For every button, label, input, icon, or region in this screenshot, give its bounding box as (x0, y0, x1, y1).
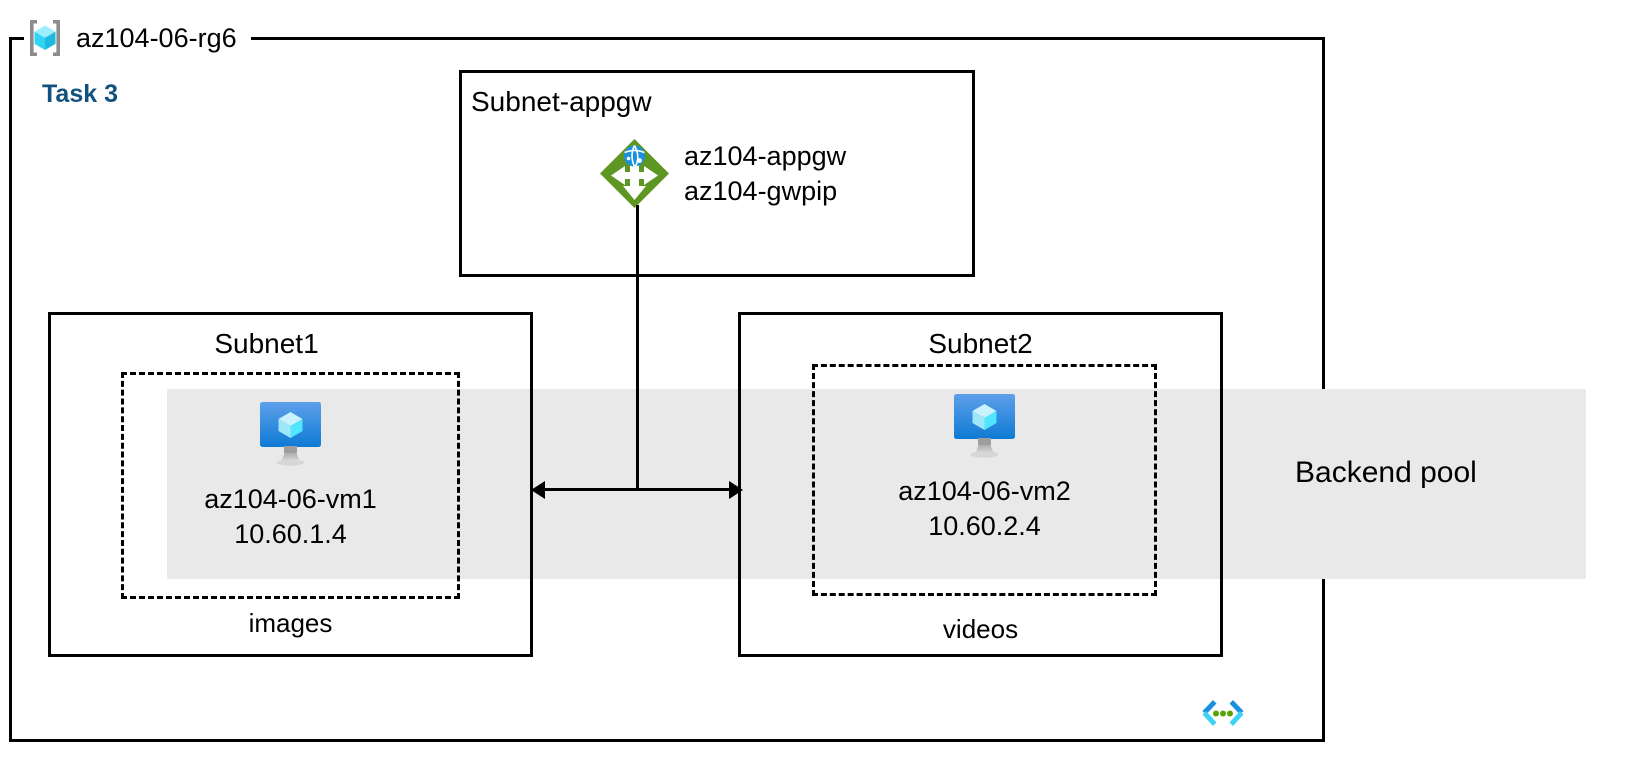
arrow-head-right-icon (729, 481, 743, 499)
resource-group-name: az104-06-rg6 (76, 22, 237, 53)
vm2-ip: 10.60.2.4 (928, 510, 1041, 541)
vm1-ip: 10.60.1.4 (234, 518, 347, 549)
subnet2-vm-labels: az104-06-vm2 10.60.2.4 (898, 474, 1071, 543)
subnet2-footer-label: videos (942, 614, 1019, 644)
gwpip-resource-name: az104-gwpip (684, 175, 838, 206)
appgw-resource-name: az104-appgw (684, 140, 847, 171)
application-gateway-labels: az104-appgw az104-gwpip (684, 139, 846, 208)
resource-group-header: az104-06-rg6 (24, 18, 251, 58)
virtual-machine-icon (948, 392, 1021, 460)
subnet1-vm-group-dashed-border (121, 372, 460, 599)
subnet-appgw-title: Subnet-appgw (471, 86, 652, 117)
subnet2-vm-stack: az104-06-vm2 10.60.2.4 (812, 392, 1157, 543)
application-gateway-icon (597, 136, 672, 211)
subnet-appgw-box (459, 70, 975, 277)
gateway-to-subnets-connector (636, 205, 639, 490)
vm1-name: az104-06-vm1 (204, 484, 377, 514)
subnet2-vm-group-dashed-border (812, 364, 1157, 596)
subnet1-footer-label: images (248, 608, 333, 638)
backend-pool-band (167, 389, 1586, 579)
task-label: Task 3 (42, 80, 118, 108)
application-gateway-group: az104-appgw az104-gwpip (597, 136, 846, 211)
subnet1-title: Subnet1 (214, 328, 319, 359)
subnet1-vm-labels: az104-06-vm1 10.60.1.4 (204, 482, 377, 551)
subnet2-title: Subnet2 (928, 328, 1033, 359)
virtual-machine-icon (254, 400, 327, 468)
code-brackets-icon[interactable] (1197, 697, 1249, 733)
backend-pool-label: Backend pool (1295, 456, 1477, 489)
subnet1-subnet2-connector (540, 488, 732, 491)
arrow-head-left-icon (531, 481, 545, 499)
vm2-name: az104-06-vm2 (898, 476, 1071, 506)
subnet1-vm-stack: az104-06-vm1 10.60.1.4 (121, 400, 460, 551)
resource-group-icon (24, 17, 66, 59)
